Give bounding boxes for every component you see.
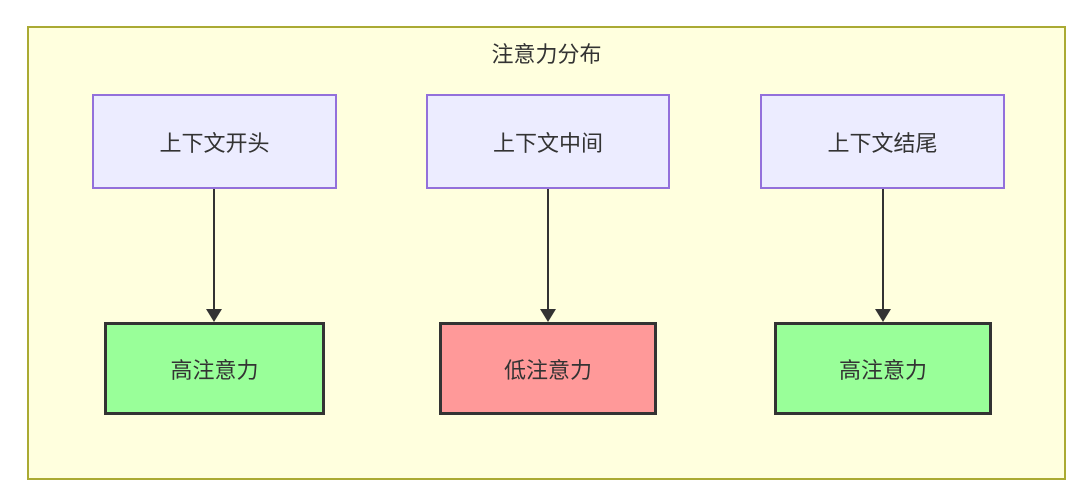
arrowhead-icon — [206, 309, 222, 322]
arrow-down-icon — [206, 189, 222, 322]
arrowhead-icon — [540, 309, 556, 322]
node-context-middle: 上下文中间 — [426, 94, 670, 189]
subgraph-attention-distribution: 注意力分布 上下文开头 高注意力 上下文中间 低注意力 上下文结尾 — [27, 26, 1066, 480]
arrow-shaft — [547, 189, 549, 312]
arrowhead-icon — [875, 309, 891, 322]
arrow-down-icon — [540, 189, 556, 322]
node-high-attention-2: 高注意力 — [774, 322, 992, 415]
arrow-shaft — [213, 189, 215, 312]
arrow-down-icon — [875, 189, 891, 322]
node-context-start: 上下文开头 — [92, 94, 337, 189]
node-context-start-label: 上下文开头 — [159, 131, 270, 157]
node-context-middle-label: 上下文中间 — [492, 131, 603, 157]
node-context-end-label: 上下文结尾 — [827, 131, 938, 157]
node-high-attention-1: 高注意力 — [104, 322, 325, 415]
arrow-shaft — [882, 189, 884, 312]
node-high-attention-2-label: 高注意力 — [838, 358, 927, 384]
node-low-attention-label: 低注意力 — [503, 358, 592, 384]
node-context-end: 上下文结尾 — [760, 94, 1005, 189]
node-low-attention: 低注意力 — [439, 322, 657, 415]
node-high-attention-1-label: 高注意力 — [170, 358, 259, 384]
diagram-title: 注意力分布 — [491, 43, 602, 68]
